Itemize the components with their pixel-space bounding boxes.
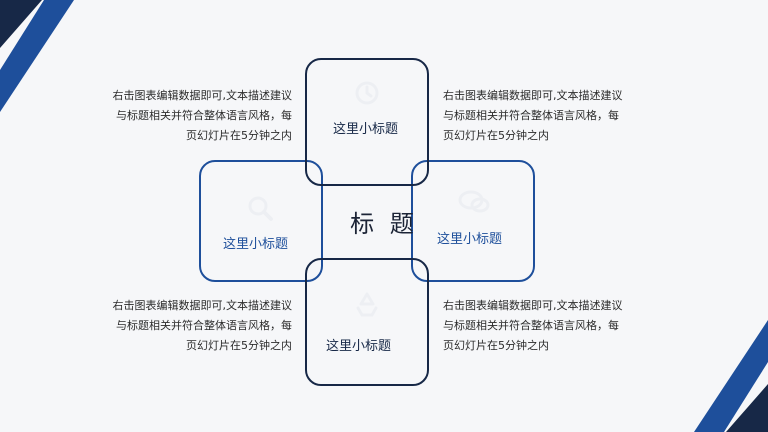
corner-decoration-bottom-right (694, 320, 768, 432)
clock-icon (355, 81, 379, 105)
box-right-label: 这里小标题 (437, 232, 503, 247)
box-right (411, 160, 535, 282)
box-left (199, 160, 323, 282)
magnifier-icon (248, 196, 273, 221)
box-left-label: 这里小标题 (223, 237, 289, 252)
box-top (305, 58, 429, 186)
description-bottom-left: 右击图表编辑数据即可,文本描述建议 与标题相关并符合整体语言风格，每 页幻灯片在… (112, 299, 293, 352)
box-bottom-label: 这里小标题 (326, 339, 392, 354)
description-top-right: 右击图表编辑数据即可,文本描述建议 与标题相关并符合整体语言风格，每 页幻灯片在… (443, 89, 623, 142)
recycle-icon (356, 292, 378, 317)
center-title: 标 题 (350, 210, 418, 238)
description-bottom-right: 右击图表编辑数据即可,文本描述建议 与标题相关并符合整体语言风格，每 页幻灯片在… (443, 299, 623, 352)
corner-decoration-top-left (0, 0, 74, 112)
description-top-left: 右击图表编辑数据即可,文本描述建议 与标题相关并符合整体语言风格，每 页幻灯片在… (112, 89, 293, 142)
box-bottom (305, 258, 429, 386)
box-top-label: 这里小标题 (333, 122, 399, 137)
chat-icon (458, 190, 490, 213)
